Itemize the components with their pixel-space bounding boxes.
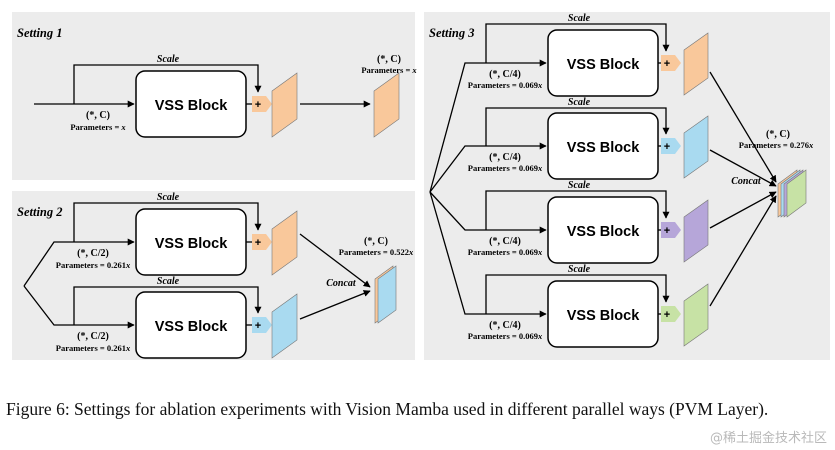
concat-arrow-1	[709, 71, 777, 183]
concat-arrow-2	[709, 149, 777, 187]
feature-map-green	[683, 283, 709, 347]
split-arrow-1	[429, 59, 547, 193]
plus-symbol: +	[255, 320, 261, 332]
scale-label: Scale	[157, 192, 180, 203]
branch-dims-label: (*, C/4)	[489, 69, 521, 80]
branch-params-label: Parameters = 0.261x	[56, 260, 131, 270]
plus-symbol: +	[255, 237, 261, 249]
branch-dims-label: (*, C/2)	[77, 331, 109, 342]
scale-skip-arrow	[485, 190, 670, 230]
output-dims-label: (*, C)	[364, 236, 388, 247]
concat-arrow-bottom	[299, 290, 371, 320]
scale-skip-arrow	[73, 286, 262, 325]
branch-params-label: Parameters = 0.069x	[468, 163, 543, 173]
stack-layer-blue	[377, 265, 397, 324]
scale-label: Scale	[157, 276, 180, 287]
input-params-label: Parameters = x	[70, 122, 126, 132]
setting-1-title: Setting 1	[17, 26, 63, 40]
vss-block-label: VSS Block	[567, 57, 640, 73]
split-arrow-2	[429, 142, 547, 193]
setting-3-title: Setting 3	[429, 26, 475, 40]
output-params-label: Parameters = x	[361, 65, 417, 75]
feature-map-orange	[271, 72, 298, 138]
scale-label: Scale	[157, 54, 180, 65]
concat-output-stack	[374, 265, 397, 324]
concat-arrow-top	[299, 233, 371, 288]
scale-skip-arrow	[73, 64, 262, 104]
plus-symbol: +	[664, 225, 670, 237]
split-arrow-bottom	[23, 285, 135, 329]
add-arrow-node	[661, 306, 681, 322]
add-arrow-node	[661, 222, 681, 238]
scale-skip-arrow	[73, 202, 262, 242]
output-dims-label: (*, C)	[377, 54, 401, 65]
plus-symbol: +	[664, 309, 670, 321]
branch-params-label: Parameters = 0.069x	[468, 331, 543, 341]
stack-layer-green	[786, 169, 807, 218]
watermark: @稀土掘金技术社区	[709, 431, 827, 446]
vss-block-label: VSS Block	[567, 224, 640, 240]
split-arrow-3	[429, 191, 547, 234]
plus-symbol: +	[255, 99, 261, 111]
branch-dims-label: (*, C/4)	[489, 236, 521, 247]
branch-dims-label: (*, C/2)	[77, 248, 109, 259]
vss-block-label: VSS Block	[155, 236, 228, 252]
add-arrow-node	[252, 234, 272, 250]
output-feature-map	[373, 72, 400, 138]
output-params-label: Parameters = 0.522x	[339, 247, 414, 257]
input-dims-label: (*, C)	[86, 110, 110, 121]
branch-dims-label: (*, C/4)	[489, 320, 521, 331]
feature-map-orange	[683, 32, 709, 96]
output-dims-label: (*, C)	[766, 129, 790, 140]
setting-3-panel: Setting 3 VSS Block Scale (*, C/4) Param…	[424, 12, 830, 360]
feature-map-purple	[683, 199, 709, 263]
concat-label: Concat	[731, 176, 762, 187]
setting-2-title: Setting 2	[17, 205, 63, 219]
output-params-label: Parameters = 0.276x	[739, 140, 814, 150]
add-arrow-node	[661, 55, 681, 71]
vss-block-label: VSS Block	[567, 140, 640, 156]
feature-map-blue	[683, 115, 709, 179]
concat-arrow-4	[709, 195, 777, 307]
concat-output-stack	[777, 169, 807, 218]
figure-caption: Figure 6: Settings for ablation experime…	[6, 399, 769, 419]
branch-params-label: Parameters = 0.069x	[468, 247, 543, 257]
setting-1-panel: Setting 1 VSS Block Scale (*, C) Paramet…	[12, 12, 417, 180]
add-arrow-node	[661, 138, 681, 154]
branch-params-label: Parameters = 0.069x	[468, 80, 543, 90]
feature-map-blue	[271, 293, 298, 359]
branch-dims-label: (*, C/4)	[489, 152, 521, 163]
vss-block-label: VSS Block	[155, 319, 228, 335]
scale-skip-arrow	[485, 23, 670, 63]
scale-label: Scale	[568, 180, 591, 191]
concat-label: Concat	[326, 278, 357, 289]
add-arrow-node	[252, 96, 272, 112]
split-arrow-top	[23, 238, 135, 287]
branch-params-label: Parameters = 0.261x	[56, 343, 131, 353]
split-arrow-4	[429, 191, 547, 318]
plus-symbol: +	[664, 141, 670, 153]
scale-label: Scale	[568, 264, 591, 275]
vss-block-label: VSS Block	[567, 308, 640, 324]
scale-label: Scale	[568, 97, 591, 108]
setting-2-panel: Setting 2 VSS Block VSS Block Scale Scal…	[12, 191, 415, 360]
concat-arrow-3	[709, 191, 777, 229]
feature-map-orange	[271, 210, 298, 276]
plus-symbol: +	[664, 58, 670, 70]
scale-label: Scale	[568, 13, 591, 24]
vss-block-label: VSS Block	[155, 98, 228, 114]
scale-skip-arrow	[485, 274, 670, 314]
add-arrow-node	[252, 317, 272, 333]
scale-skip-arrow	[485, 107, 670, 146]
ablation-diagram: Setting 1 VSS Block Scale (*, C) Paramet…	[12, 12, 830, 360]
